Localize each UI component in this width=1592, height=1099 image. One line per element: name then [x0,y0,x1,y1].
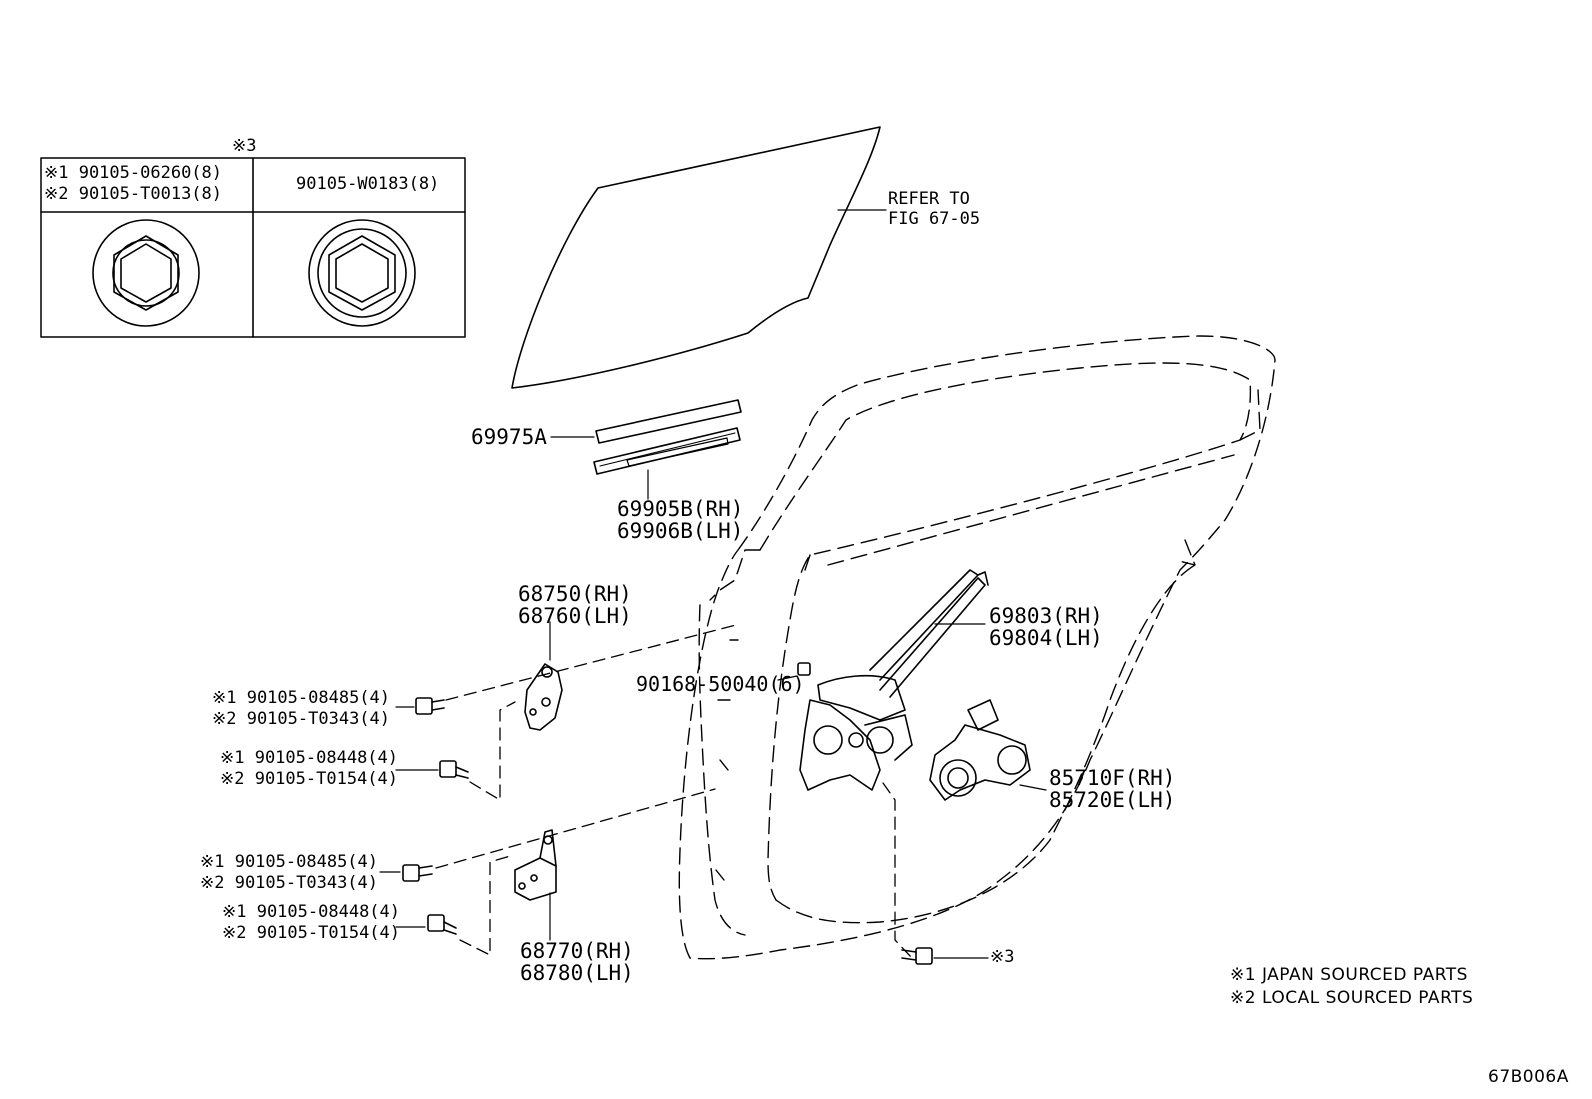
door-frame-outline [678,335,1276,960]
label-90168: 90168-50040(6) [636,672,805,696]
label-lower-bolt-a2: ※2 90105-T0343(4) [200,873,379,893]
table-left-line1: ※1 90105-06260(8) [44,163,223,183]
upper-hinge [524,621,563,731]
label-85720E: 85720E(LH) [1049,788,1176,812]
weatherstrip-69975A [550,399,742,444]
label-69905B: 69905B(RH) [617,497,744,521]
label-lower-bolt-b2: ※2 90105-T0154(4) [222,923,401,943]
legend-note1: ※1 JAPAN SOURCED PARTS [1230,965,1468,985]
legend-note2: ※2 LOCAL SOURCED PARTS [1230,988,1474,1008]
label-68780: 68780(LH) [520,961,634,985]
label-upper-bolt-b2: ※2 90105-T0154(4) [220,769,399,789]
label-69803: 69803(RH) [989,604,1103,628]
table-right-line: 90105-W0183(8) [296,174,440,194]
regulator-motor [929,699,1047,801]
flange-nut-icon [92,219,200,327]
label-68750: 68750(RH) [518,582,632,606]
fastener-table [40,157,466,338]
label-69906B: 69906B(LH) [617,519,744,543]
bolt-90168 [777,662,811,681]
label-lower-bolt-b1: ※1 90105-08448(4) [222,902,401,922]
door-glass [511,126,887,389]
label-ref3: ※3 [990,947,1015,967]
label-upper-bolt-a1: ※1 90105-08485(4) [212,688,391,708]
label-upper-bolt-b1: ※1 90105-08448(4) [220,748,399,768]
hex-nut-icon [308,219,416,327]
figure-code: 67B006A [1488,1067,1569,1087]
bolt-ref3 [901,947,989,965]
refer-line1: REFER TO [888,189,970,209]
table-left-line2: ※2 90105-T0013(8) [44,184,223,204]
label-69804: 69804(LH) [989,626,1103,650]
label-68760: 68760(LH) [518,604,632,628]
bolt-lower-b [395,914,457,935]
label-68770: 68770(RH) [520,939,634,963]
bolt-lower-a [379,864,433,882]
hinge-dashes [435,623,913,959]
refer-line2: FIG 67-05 [888,209,981,229]
label-85710F: 85710F(RH) [1049,766,1176,790]
label-upper-bolt-a2: ※2 90105-T0343(4) [212,709,391,729]
bolt-upper-a [395,697,445,715]
window-regulator [799,569,989,791]
table-header-mark: ※3 [232,136,257,156]
label-69975A: 69975A [471,425,547,449]
weatherstrip-69905B [593,427,741,500]
bolt-upper-b [395,760,469,779]
label-lower-bolt-a1: ※1 90105-08485(4) [200,852,379,872]
lower-hinge [514,829,557,941]
